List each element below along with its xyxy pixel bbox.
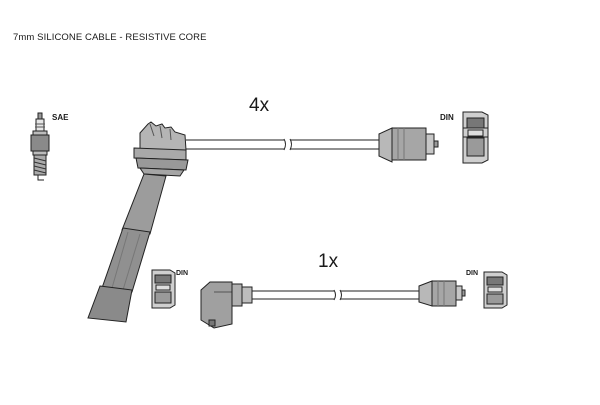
din-terminal-icon: [462, 111, 489, 164]
bottom-cable: [252, 289, 420, 301]
right-angle-plug-boot: [200, 281, 253, 329]
spark-plug-icon: [30, 112, 50, 181]
quantity-label-bottom: 1x: [318, 251, 339, 272]
din-connector-top-end: [378, 127, 439, 163]
din-label-left: DIN: [176, 270, 189, 277]
long-plug-boot: [87, 121, 189, 323]
din-connector-bottom-end: [418, 280, 466, 307]
din-label-right: DIN: [466, 270, 479, 277]
din-terminal-icon: [483, 271, 508, 309]
sae-label: SAE: [52, 113, 69, 122]
din-label-top: DIN: [440, 113, 454, 122]
din-terminal-icon: [151, 269, 176, 309]
top-cable: [186, 138, 380, 151]
diagram-title: 7mm SILICONE CABLE - RESISTIVE CORE: [13, 32, 207, 43]
quantity-label-top: 4x: [249, 95, 270, 116]
